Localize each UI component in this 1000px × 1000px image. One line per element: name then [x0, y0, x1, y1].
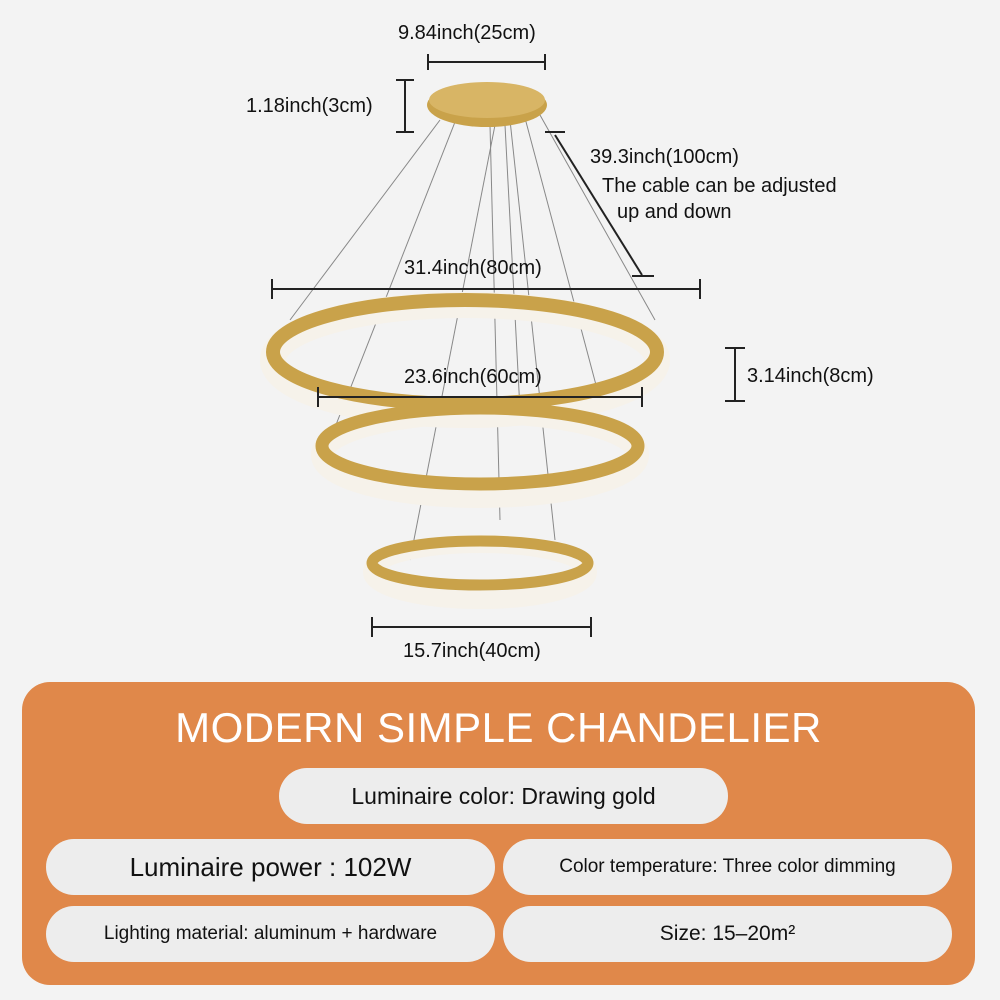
ring-medium — [311, 401, 649, 508]
ring-large-label: 31.4inch(80cm) — [404, 257, 542, 279]
cable-note-line2: up and down — [617, 201, 732, 223]
luminaire-color: Luminaire color: Drawing gold — [279, 768, 728, 824]
dimension-lines — [271, 54, 745, 637]
cable-length-label: 39.3inch(100cm) — [590, 146, 739, 168]
luminaire-power: Luminaire power : 102W — [46, 839, 495, 895]
product-title: MODERN SIMPLE CHANDELIER — [175, 704, 822, 751]
suspension-cables — [289, 114, 656, 561]
spec-panel: MODERN SIMPLE CHANDELIER Luminaire color… — [22, 682, 975, 985]
color-temperature: Color temperature: Three color dimming — [503, 839, 952, 895]
ring-medium-label: 23.6inch(60cm) — [404, 366, 542, 388]
ring-height-label: 3.14inch(8cm) — [747, 365, 874, 387]
canopy-height-label: 1.18inch(3cm) — [246, 95, 373, 117]
ring-small — [363, 535, 597, 609]
canopy-width-label: 9.84inch(25cm) — [398, 22, 536, 44]
cable-note-line1: The cable can be adjusted — [602, 175, 837, 197]
room-size: Size: 15–20m² — [503, 906, 952, 962]
lighting-material: Lighting material: aluminum + hardware — [46, 906, 495, 962]
ring-small-label: 15.7inch(40cm) — [403, 640, 541, 662]
chandelier-illustration — [266, 54, 745, 637]
